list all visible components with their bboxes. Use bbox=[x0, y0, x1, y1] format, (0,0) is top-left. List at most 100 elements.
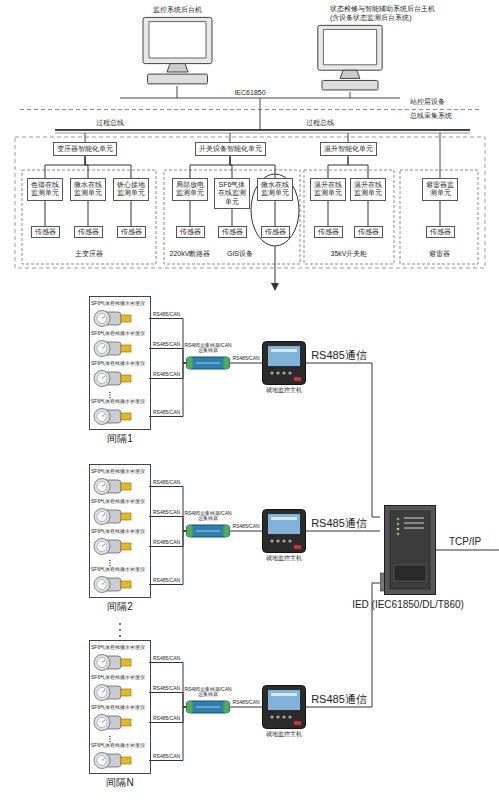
meter-icon bbox=[91, 506, 149, 527]
host-icon bbox=[262, 341, 306, 385]
unit-label: 传感器 bbox=[222, 228, 243, 236]
group-region bbox=[400, 170, 478, 264]
unit-label: 铁心接地监测单元 bbox=[117, 181, 145, 198]
meter-label: SF6气体在线微水密度仪 bbox=[91, 645, 145, 651]
edge-label: RS485/CAN bbox=[153, 754, 180, 760]
text-label: 35kV开关柜 bbox=[331, 250, 368, 258]
meter-label: SF6气体在线微水密度仪 bbox=[91, 675, 145, 681]
process-bus bbox=[55, 129, 470, 131]
sf6-meter: SF6气体在线微水密度仪 bbox=[91, 743, 149, 771]
smart-unit-box: 变压器智能化单元 bbox=[53, 142, 117, 156]
host-icon bbox=[262, 685, 306, 729]
host-label: 就地监控主机 bbox=[266, 731, 302, 738]
network-line bbox=[436, 550, 499, 551]
meter-label: SF6气体在线微水密度仪 bbox=[91, 331, 145, 337]
edge-label: RS485通信 bbox=[311, 517, 367, 530]
monitor-unit-box: 色谱在线监测单元 bbox=[27, 178, 63, 201]
arrowhead bbox=[271, 283, 279, 291]
converter-label: RS485总集线器/CAN总集线器 bbox=[184, 687, 232, 699]
connector bbox=[230, 363, 262, 364]
ied-device: IED (IEC61850/DL/T860) bbox=[380, 505, 436, 595]
unit-label: 传感器 bbox=[78, 228, 99, 236]
connector bbox=[328, 201, 329, 226]
computer-label: 状态检修与智能辅助系统后台主机 bbox=[330, 5, 435, 13]
monitor-unit-box: 局部放电监测单元 bbox=[172, 178, 208, 201]
unit-label: 传感器 bbox=[180, 228, 201, 236]
bus-link bbox=[260, 98, 261, 130]
text-label: 过程总线 bbox=[96, 119, 124, 127]
unit-label: 传感器 bbox=[318, 228, 339, 236]
hub-converter: RS485总集线器/CAN总集线器 bbox=[186, 524, 230, 538]
sf6-meter: SF6气体在线微水密度仪 bbox=[91, 567, 149, 595]
meter-label: SF6气体在线微水密度仪 bbox=[91, 399, 145, 405]
edge-label: RS485/CAN bbox=[153, 578, 180, 584]
connector bbox=[45, 201, 46, 226]
connector bbox=[190, 156, 230, 178]
connector bbox=[149, 517, 186, 532]
unit-label: 温升在线监测单元 bbox=[354, 181, 382, 198]
bus-drop bbox=[350, 92, 351, 98]
bay-panel: 间隔2SF6气体在线微水密度仪SF6气体在线微水密度仪SF6气体在线微水密度仪S… bbox=[89, 464, 151, 598]
edge-label: RS485/CAN bbox=[153, 480, 180, 486]
monitor-unit-box: 温升在线监测单元 bbox=[310, 178, 346, 201]
text-label: IEC61850 bbox=[234, 89, 265, 97]
text-label: 220kV断路器 bbox=[170, 250, 211, 258]
edge-label: RS485/CAN bbox=[232, 700, 259, 706]
connector bbox=[348, 156, 368, 178]
text-label: 避雷器 bbox=[429, 250, 450, 258]
meter-label: SF6气体在线微水密度仪 bbox=[91, 469, 145, 475]
converter-icon bbox=[186, 524, 230, 538]
connector bbox=[230, 156, 275, 178]
bus-drop bbox=[440, 133, 441, 178]
meter-icon bbox=[91, 338, 149, 359]
edge-label: RS485通信 bbox=[311, 349, 367, 362]
connector bbox=[149, 319, 186, 364]
unit-label: 微水在线监测单元 bbox=[261, 181, 289, 198]
meter-icon bbox=[91, 682, 149, 703]
meter-label: SF6气体在线微水密度仪 bbox=[91, 567, 145, 573]
connector bbox=[131, 201, 132, 226]
meter-icon bbox=[91, 574, 149, 595]
computer-label-group: 状态检修与智能辅助系统后台主机(含设备状态监测后台系统) bbox=[330, 5, 435, 22]
connector bbox=[232, 209, 233, 226]
sf6-meter: SF6气体在线微水密度仪 bbox=[91, 529, 149, 557]
sensor-box: 传感器 bbox=[314, 226, 343, 238]
group-region bbox=[22, 170, 156, 264]
text-label: 过程总线 bbox=[306, 119, 334, 127]
unit-label: 传感器 bbox=[358, 228, 379, 236]
bus-drop bbox=[85, 133, 86, 142]
unit-label: 局部放电监测单元 bbox=[176, 181, 204, 198]
highlight-ellipse bbox=[251, 174, 299, 246]
text-label: 总线采集系统 bbox=[410, 112, 452, 120]
smart-unit-box: 温升智能化单元 bbox=[320, 142, 377, 156]
monitor-unit-box: 微水在线监测单元 bbox=[70, 178, 106, 201]
connector bbox=[45, 156, 85, 178]
bay-label: 间隔N bbox=[106, 777, 133, 789]
connector bbox=[149, 363, 186, 417]
sensor-box: 传感器 bbox=[31, 226, 60, 238]
monitor-unit-box: 避雷器监测单元 bbox=[422, 178, 458, 201]
monitor-unit-box: SF6气体在线监测单元 bbox=[214, 178, 250, 209]
sensor-box: 传感器 bbox=[117, 226, 146, 238]
converter-label: RS485总集线器/CAN总集线器 bbox=[184, 511, 232, 523]
unit-label: 微水在线监测单元 bbox=[74, 181, 102, 198]
ied-icon bbox=[380, 505, 436, 595]
connector bbox=[328, 156, 348, 178]
hub-converter: RS485总集线器/CAN总集线器 bbox=[186, 700, 230, 714]
edge-label: RS485/CAN bbox=[232, 356, 259, 362]
meter-label: SF6气体在线微水密度仪 bbox=[91, 529, 145, 535]
connector bbox=[149, 707, 186, 761]
sf6-meter: SF6气体在线微水密度仪 bbox=[91, 331, 149, 359]
edge-label: RS485/CAN bbox=[153, 312, 180, 318]
sf6-meter: SF6气体在线微水密度仪 bbox=[91, 399, 149, 427]
converter-icon bbox=[186, 700, 230, 714]
local-host: 就地监控主机 bbox=[262, 685, 306, 729]
meter-label: SF6气体在线微水密度仪 bbox=[91, 361, 145, 367]
connector bbox=[85, 156, 131, 178]
process-bus bbox=[55, 133, 470, 134]
bus-drop bbox=[348, 133, 349, 142]
local-host: 就地监控主机 bbox=[262, 509, 306, 553]
group-region bbox=[164, 170, 300, 264]
unit-label: 避雷器监测单元 bbox=[426, 181, 454, 198]
